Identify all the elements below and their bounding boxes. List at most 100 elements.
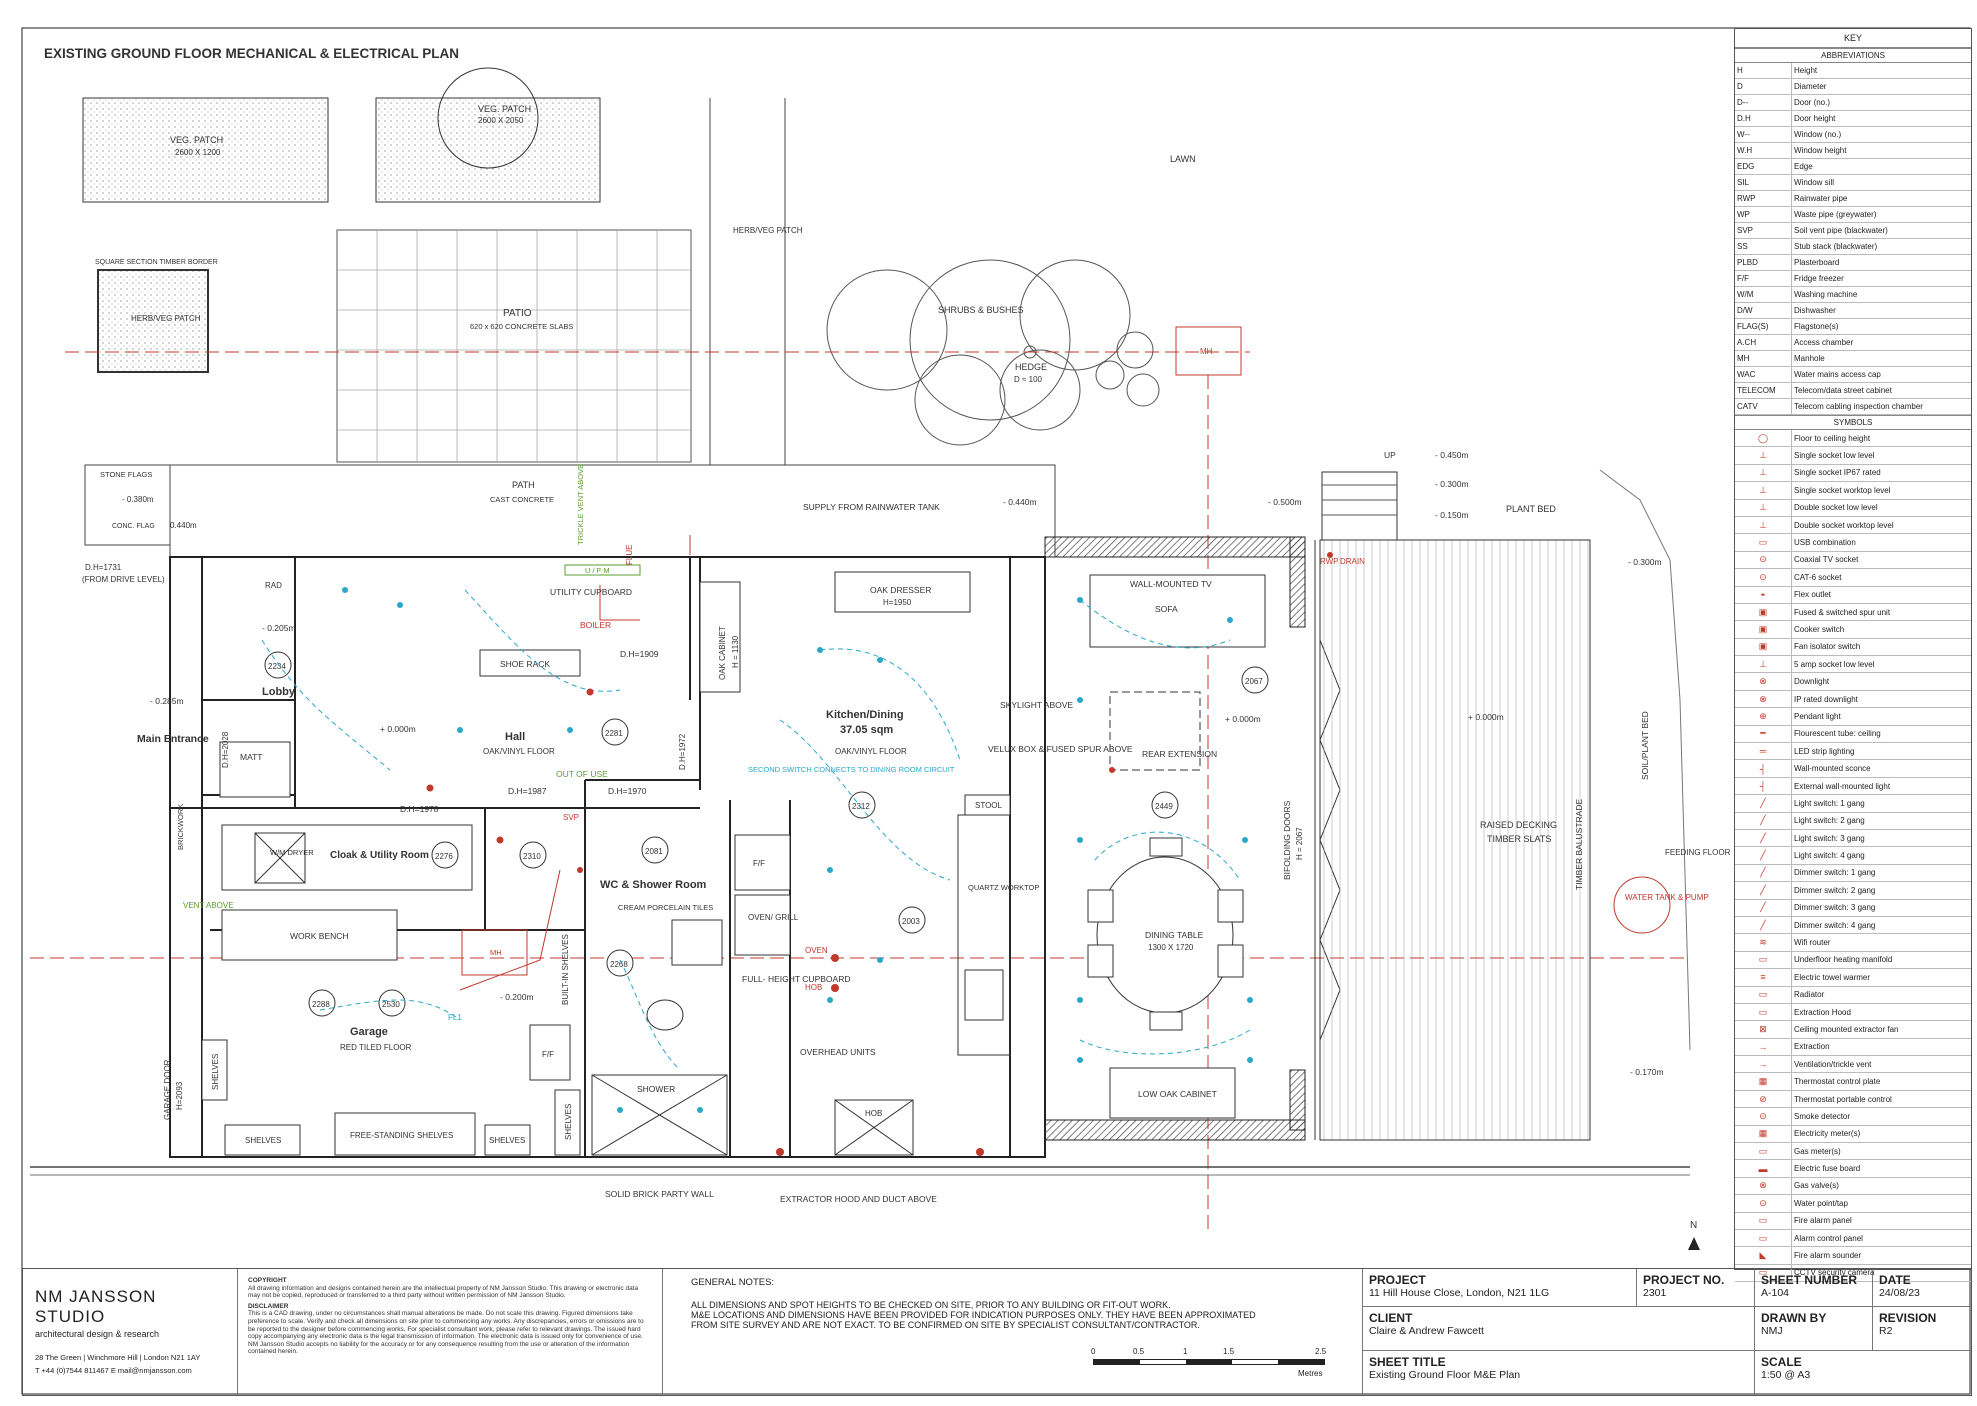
symbol-description: Fused & switched spur unit: [1791, 603, 1971, 622]
abbreviation-code: H: [1735, 63, 1792, 79]
studio-block: NM JANSSON STUDIO architectural design &…: [23, 1269, 238, 1395]
level-0450: - 0.450m: [1435, 450, 1469, 460]
symbol-description: Thermostat control plate: [1791, 1072, 1971, 1091]
rear-extension-label: REAR EXTENSION: [1142, 749, 1217, 759]
plant-bed-edge: [1599, 469, 1691, 1051]
date-value: 24/08/23: [1879, 1287, 1920, 1299]
herb-veg-patch-label: HERB/VEG PATCH: [733, 226, 803, 235]
symbol-row: ▦Electricity meter(s): [1735, 1125, 1971, 1144]
symbol-description: Single socket low level: [1791, 446, 1971, 465]
sheet-border: [21, 27, 1971, 1395]
oak-cabinet-label: OAK CABINET: [718, 626, 727, 680]
oven-switch-label: OVEN: [805, 946, 828, 955]
symbol-description: Light switch: 2 gang: [1791, 812, 1971, 830]
level-0285: - 0.285m: [150, 696, 184, 706]
north-arrow-icon: [1688, 1237, 1700, 1250]
symbol-row: →Extraction: [1735, 1038, 1971, 1057]
veg-patch-2: [375, 97, 601, 203]
symbol-icon: ▣: [1735, 638, 1792, 657]
veg-patch-2-circle: [437, 67, 539, 169]
veg-patch-2-size: 2600 X 2050: [478, 116, 524, 125]
shrubs: [826, 259, 1160, 446]
drain-label: DRAIN: [1340, 557, 1365, 566]
shoe-rack-label: SHOE RACK: [500, 659, 550, 669]
symbol-icon: ⊗: [1735, 672, 1792, 691]
hall-floor: OAK/VINYL FLOOR: [483, 747, 555, 756]
studio-name: NM JANSSON STUDIO: [35, 1287, 157, 1326]
raised-decking-label: RAISED DECKING: [1480, 820, 1557, 830]
room-2288: 2288: [312, 1000, 330, 1009]
abbreviation-meaning: Height: [1791, 63, 1971, 79]
symbol-description: USB combination: [1791, 533, 1971, 552]
height-marker-2449: [1151, 791, 1179, 819]
sheet-title-value: Existing Ground Floor M&E Plan: [1369, 1369, 1521, 1381]
symbol-icon: ╱: [1735, 881, 1792, 900]
symbol-row: →Ventilation/trickle vent: [1735, 1055, 1971, 1074]
herb-patch-2-label: HERB/VEG PATCH: [131, 314, 201, 323]
level-0000b: + 0.000m: [1225, 714, 1261, 724]
from-drive: (FROM DRIVE LEVEL): [82, 575, 165, 584]
utility-cupboard-label: UTILITY CUPBOARD: [550, 587, 632, 597]
symbol-icon: ⊥: [1735, 464, 1792, 483]
symbol-description: External wall-mounted light: [1791, 777, 1971, 796]
room-2281: 2281: [605, 729, 623, 738]
room-2276: 2276: [435, 852, 453, 861]
level-0170: - 0.170m: [1630, 1067, 1664, 1077]
oak-cabinet-h: H = 1130: [731, 635, 740, 668]
revision-value: R2: [1879, 1325, 1893, 1337]
abbreviation-row: FLAG(S)Flagstone(s): [1735, 318, 1971, 335]
shower-label: SHOWER: [637, 1084, 675, 1094]
room-2234: 2234: [268, 662, 286, 671]
symbol-icon: ▬: [1735, 1159, 1792, 1178]
supply-label: SUPPLY FROM RAINWATER TANK: [803, 502, 940, 512]
abbreviation-code: SIL: [1735, 174, 1792, 191]
level-0200: - 0.200m: [500, 992, 534, 1002]
wc-label: WC & Shower Room: [600, 879, 707, 891]
abbreviation-meaning: Telecom cabling inspection chamber: [1791, 398, 1971, 415]
cloak-label: Cloak & Utility Room: [330, 850, 429, 861]
stool-label: STOOL: [975, 801, 1003, 810]
abbreviation-meaning: Window height: [1791, 142, 1971, 159]
oak-dresser-h: H=1950: [883, 598, 912, 607]
symbol-row: ⊥Single socket IP67 rated: [1735, 464, 1971, 483]
symbol-row: ▦Thermostat control plate: [1735, 1072, 1971, 1091]
oven-label: OVEN/ GRILL: [748, 913, 799, 922]
ext-wall-corner-top: [1289, 536, 1306, 628]
symbol-description: Dimmer switch: 2 gang: [1791, 881, 1971, 900]
abbreviations-title: ABBREVIATIONS: [1735, 48, 1971, 63]
lobby-label: Lobby: [262, 686, 296, 698]
symbol-description: Dimmer switch: 1 gang: [1791, 864, 1971, 883]
level-0150: - 0.150m: [1435, 510, 1469, 520]
abbreviation-meaning: Window sill: [1791, 174, 1971, 191]
abbreviation-code: SVP: [1735, 222, 1792, 239]
sheet-title-label: SHEET TITLE: [1369, 1355, 1446, 1369]
project-no-cell: PROJECT NO. 2301: [1637, 1269, 1755, 1307]
date-label: DATE: [1879, 1273, 1911, 1287]
height-marker-2268: [606, 949, 634, 977]
symbol-description: Light switch: 1 gang: [1791, 794, 1971, 813]
sheet-title-cell: SHEET TITLE Existing Ground Floor M&E Pl…: [1363, 1351, 1755, 1395]
symbol-icon: ╱: [1735, 864, 1792, 883]
rad-label: RAD: [265, 581, 282, 590]
symbol-icon: ╱: [1735, 812, 1792, 830]
project-cell: PROJECT 11 Hill House Close, London, N21…: [1363, 1269, 1637, 1307]
patio-detail: 620 x 620 CONCRETE SLABS: [470, 322, 573, 331]
dining-chairs: [1087, 837, 1244, 1031]
project-no-value: 2301: [1643, 1287, 1667, 1299]
symbol-description: Single socket worktop level: [1791, 481, 1971, 500]
symbol-description: Downlight: [1791, 672, 1971, 691]
level-0500: - 0.500m: [1268, 497, 1302, 507]
conc-flag-label: CONC. FLAG: [112, 523, 155, 530]
symbol-description: Alarm control panel: [1791, 1229, 1971, 1248]
steps: [1321, 471, 1398, 541]
abbreviation-code: W--: [1735, 126, 1792, 143]
symbol-description: LED strip lighting: [1791, 742, 1971, 761]
symbol-icon: ▭: [1735, 1229, 1792, 1248]
oak-cabinet: [699, 581, 741, 693]
abbreviation-code: WAC: [1735, 366, 1792, 383]
symbol-row: ◯Floor to ceiling height: [1735, 430, 1971, 448]
